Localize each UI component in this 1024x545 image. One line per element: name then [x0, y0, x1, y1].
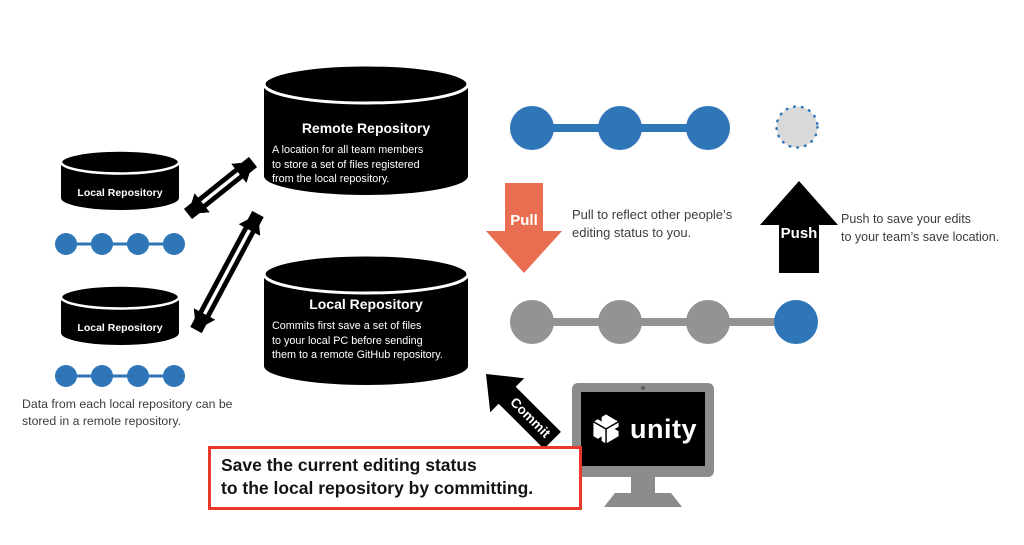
push-arrow-icon: Push [760, 181, 838, 273]
pull-label: Pull [510, 212, 538, 229]
local-repo-description: Commits first save a set of files to you… [260, 319, 472, 363]
commit-arrow-icon: Commit [486, 374, 561, 449]
local-repository-small-bottom: Local Repository [58, 283, 182, 357]
push-caption: Push to save your edits to your team’s s… [841, 211, 999, 247]
local-repo-desc-line3: them to a remote GitHub repository. [272, 349, 443, 362]
local-repository-small-top: Local Repository [58, 148, 182, 222]
unity-logo-icon [591, 412, 621, 446]
remote-repo-desc-line2: to store a set of files registered [272, 158, 420, 171]
remote-repo-description: A location for all team members to store… [260, 143, 472, 187]
double-arrow-top-icon [183, 156, 258, 220]
local-repo-desc-line2: to your local PC before sending [272, 334, 423, 347]
local-commit-chain-bottom [55, 365, 185, 387]
local-repo-desc-line1: Commits first save a set of files [272, 320, 422, 332]
left-caption-line1: Data from each local repository can be [22, 397, 233, 411]
left-caption: Data from each local repository can be s… [22, 396, 233, 431]
left-caption-line2: stored in a remote repository. [22, 414, 182, 429]
monitor-camera-dot [641, 386, 645, 390]
pending-commit-node [775, 105, 819, 149]
pull-caption-line1: Pull to reflect other people’s [572, 207, 733, 222]
cylinder-icon [262, 63, 470, 195]
cylinder-icon [59, 284, 181, 345]
new-commit-node [774, 300, 818, 344]
double-arrow-bottom-icon [190, 210, 264, 334]
local-commit-chain-status [510, 300, 818, 344]
pull-caption-line2: editing status to you. [572, 225, 692, 241]
cylinder-icon [59, 149, 181, 210]
pull-caption: Pull to reflect other people’s editing s… [572, 206, 732, 243]
cylinder-icon [262, 253, 470, 385]
push-label: Push [781, 225, 818, 242]
callout-line1: Save the current editing status [221, 455, 477, 475]
local-repo-title: Local Repository [309, 296, 423, 312]
remote-repository-cylinder: Remote Repository A location for all tea… [260, 62, 472, 202]
remote-repo-desc-line3: from the local repository. [272, 173, 390, 186]
local-repository-cylinder: Local Repository Commits first save a se… [260, 252, 472, 392]
remote-repo-desc-line1: A location for all team members [272, 144, 424, 156]
callout-line2: to the local repository by committing. [221, 477, 534, 498]
remote-repo-title: Remote Repository [301, 120, 431, 136]
monitor-screen: unity [581, 392, 705, 466]
pull-arrow-icon: Pull [486, 183, 562, 273]
local-commit-chain-top [55, 233, 185, 255]
local-repo-small-bottom-label: Local Repository [77, 322, 163, 334]
local-repo-small-top-label: Local Repository [77, 187, 163, 199]
monitor-bezel: unity [572, 383, 714, 477]
monitor-stand-neck [631, 477, 655, 493]
unity-monitor: unity [572, 383, 714, 509]
push-caption-line2: to your team’s save location. [841, 229, 1000, 244]
sync-arrows [183, 156, 264, 334]
monitor-stand-base [604, 493, 682, 507]
unity-wordmark: unity [630, 413, 697, 444]
remote-commit-chain [510, 105, 819, 150]
commit-callout-box: Save the current editing status to the l… [208, 446, 582, 510]
push-caption-line1: Push to save your edits [841, 212, 971, 226]
